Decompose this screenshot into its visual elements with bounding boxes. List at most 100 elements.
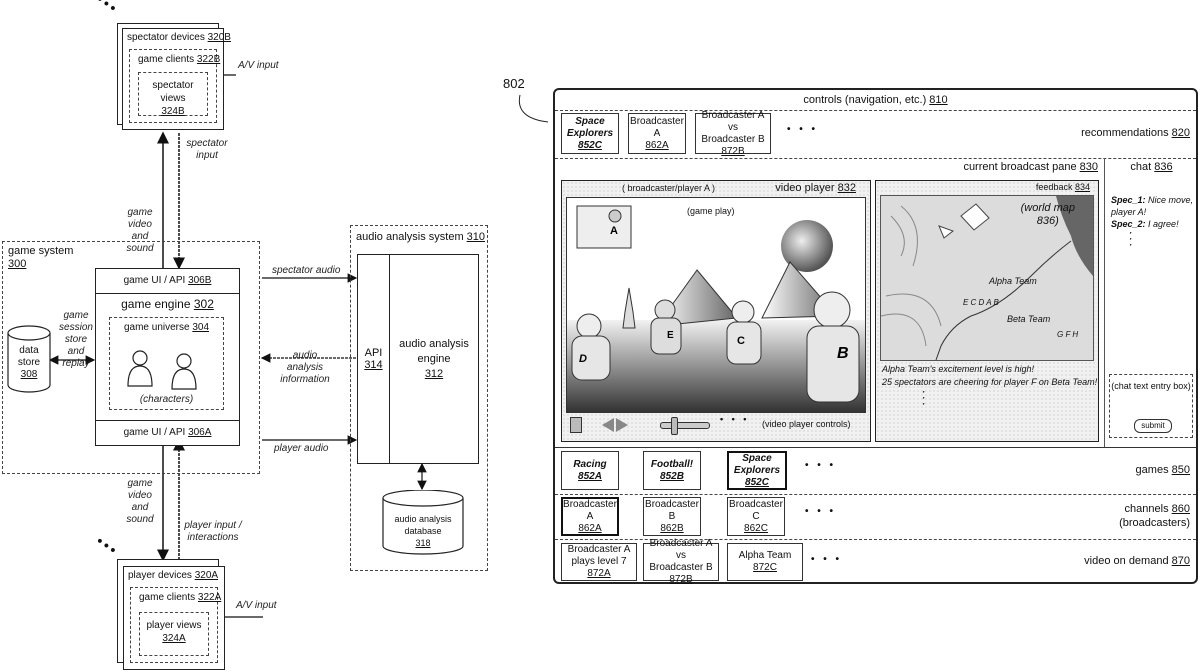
vod-tile-a-vs-b[interactable]: Broadcaster A vsBroadcaster B872B — [643, 543, 719, 581]
current-broadcast-pane: current broadcast pane 830 ( broadcaster… — [555, 158, 1105, 447]
characters-label: (characters) — [110, 394, 223, 406]
game-video-bottom-label: game video and sound — [120, 478, 160, 526]
spectator-audio-label: spectator audio — [272, 265, 340, 277]
rocket-icon — [623, 288, 635, 328]
video-player-label: video player 832 — [775, 182, 856, 194]
spectator-input-label: spectator input — [182, 138, 232, 162]
character-c: C — [727, 301, 761, 364]
feedback-panel: feedback 834 (world map836) Alpha Team E… — [875, 180, 1099, 442]
channels-row: BroadcasterA862A BroadcasterB862B Broadc… — [555, 494, 1196, 540]
beta-team-players: G F H — [1057, 330, 1078, 339]
vod-tile-alpha-team[interactable]: Alpha Team872C — [727, 543, 803, 581]
vod-more[interactable]: • • • — [811, 554, 842, 565]
game-tile-space-explorers[interactable]: SpaceExplorers852C — [727, 451, 787, 490]
seek-slider[interactable] — [660, 422, 710, 429]
session-store-label: game session store and replay — [56, 310, 96, 370]
games-label: games 850 — [1136, 463, 1190, 477]
audio-db-label: audio analysis database318 — [383, 513, 463, 549]
player-audio-label: player audio — [274, 443, 328, 455]
figure-ref-leader — [519, 95, 548, 122]
chat-message: Spec_1: Nice move, player A! — [1111, 194, 1195, 218]
analysis-info-label: audio analysis information — [275, 350, 335, 386]
rec-more[interactable]: • • • — [787, 124, 818, 135]
games-row: Racing852A Football!852B SpaceExplorers8… — [555, 447, 1196, 495]
chat-panel: chat 836 Spec_1: Nice move, player A! Sp… — [1105, 158, 1198, 447]
game-clients-322b: game clients 322B spectator views 324B — [129, 49, 217, 123]
player-devices-box: player devices 320A game clients 322A pl… — [123, 566, 225, 670]
alpha-team-players: E C D A B — [963, 298, 999, 307]
world-map-label: (world map836) — [1021, 202, 1075, 228]
rec-tile-broadcaster-a[interactable]: BroadcasterA862A — [628, 113, 686, 154]
submit-button[interactable]: submit — [1134, 419, 1172, 433]
rec-tile-a-vs-b[interactable]: Broadcaster A vsBroadcaster B872B — [695, 113, 771, 154]
game-clients-322a: game clients 322A player views 324A — [130, 587, 218, 663]
map-contours — [881, 206, 941, 346]
game-play-view[interactable]: A D E C B (game play) — [566, 197, 866, 413]
vod-label: video on demand 870 — [1084, 554, 1190, 568]
spectator-devices-box: spectator devices 320B game clients 322B… — [122, 28, 224, 130]
channels-more[interactable]: • • • — [805, 506, 836, 517]
alpha-team-label: Alpha Team — [989, 276, 1037, 286]
av-input-bottom-label: A/V input — [236, 600, 277, 612]
broadcaster-caption: ( broadcaster/player A ) — [622, 183, 715, 193]
broadcaster-webcam — [577, 206, 631, 248]
game-api-306b: game UI / API 306B — [96, 269, 239, 294]
pause-button[interactable] — [570, 417, 582, 433]
chat-messages: Spec_1: Nice move, player A! Spec_2: I a… — [1111, 194, 1195, 248]
channel-tile-a[interactable]: BroadcasterA862A — [561, 497, 619, 536]
webcam-player-a: A — [610, 225, 618, 237]
vod-row: Broadcaster Aplays level 7872A Broadcast… — [555, 540, 1196, 584]
chat-label: chat 836 — [1105, 161, 1198, 173]
play-button[interactable] — [616, 418, 628, 432]
beta-team-label: Beta Team — [1007, 314, 1050, 324]
api-314-box: API314 — [357, 254, 390, 464]
rec-tile-space-explorers[interactable]: SpaceExplorers852C — [561, 113, 619, 154]
channel-tile-c[interactable]: BroadcasterC862C — [727, 497, 785, 536]
game-play-caption: (game play) — [687, 206, 735, 216]
chat-entry-box[interactable]: (chat text entry box) submit — [1109, 374, 1193, 438]
app-window: controls (navigation, etc.) 810 SpaceExp… — [553, 88, 1198, 584]
recommendations-label: recommendations 820 — [1081, 126, 1190, 140]
svg-text:D: D — [579, 353, 587, 365]
spectator-devices-label: spectator devices 320B — [127, 32, 231, 43]
chat-message: Spec_2: I agree! — [1111, 218, 1195, 230]
feedback-message: 25 spectators are cheering for player F … — [882, 376, 1097, 389]
svg-text:E: E — [667, 330, 674, 341]
seek-slider-thumb[interactable] — [671, 417, 678, 435]
figure-ref-802: 802 — [503, 76, 525, 91]
audio-analysis-engine-box: audio analysis engine312 — [389, 254, 479, 464]
game-tile-racing[interactable]: Racing852A — [561, 451, 619, 490]
feedback-message: Alpha Team's excitement level is high! — [882, 363, 1097, 376]
game-scene: A D E C B — [567, 198, 865, 412]
feedback-messages: Alpha Team's excitement level is high! 2… — [882, 363, 1097, 407]
video-player[interactable]: ( broadcaster/player A ) video player 83… — [561, 180, 871, 442]
character-icon-1 — [128, 351, 152, 386]
data-store-label: data store308 — [8, 345, 50, 381]
rewind-button[interactable] — [602, 418, 614, 432]
world-map[interactable]: (world map836) Alpha Team E C D A B Beta… — [880, 195, 1094, 361]
vod-tile-level-7[interactable]: Broadcaster Aplays level 7872A — [561, 543, 637, 581]
character-b: B — [807, 292, 859, 402]
av-input-top-label: A/V input — [238, 60, 279, 72]
player-input-label: player input / interactions — [183, 520, 243, 544]
player-more-button[interactable]: • • • — [720, 414, 749, 424]
controls-bar[interactable]: controls (navigation, etc.) 810 — [555, 90, 1196, 111]
video-controls-caption: (video player controls) — [762, 419, 851, 429]
map-marker-triangle — [939, 226, 953, 238]
channel-tile-b[interactable]: BroadcasterB862B — [643, 497, 701, 536]
broadcast-pane-label: current broadcast pane 830 — [963, 161, 1098, 173]
chat-entry-placeholder: (chat text entry box) — [1110, 381, 1192, 391]
game-universe-box: game universe 304 (characters) — [109, 317, 224, 410]
game-engine-label: game engine 302 — [96, 297, 239, 311]
svg-text:C: C — [737, 335, 745, 347]
character-icon-2 — [172, 354, 196, 389]
game-api-306a: game UI / API 306A — [96, 420, 239, 445]
game-engine-block: game UI / API 306B game engine 302 game … — [95, 268, 240, 446]
game-tile-football[interactable]: Football!852B — [643, 451, 701, 490]
svg-text:B: B — [837, 345, 849, 362]
map-marker-diamond — [961, 204, 989, 230]
games-more[interactable]: • • • — [805, 460, 836, 471]
recommendations-row: SpaceExplorers852C BroadcasterA862A Broa… — [555, 110, 1196, 159]
map-river — [936, 241, 1071, 360]
channels-label: channels 860(broadcasters) — [1119, 502, 1190, 530]
